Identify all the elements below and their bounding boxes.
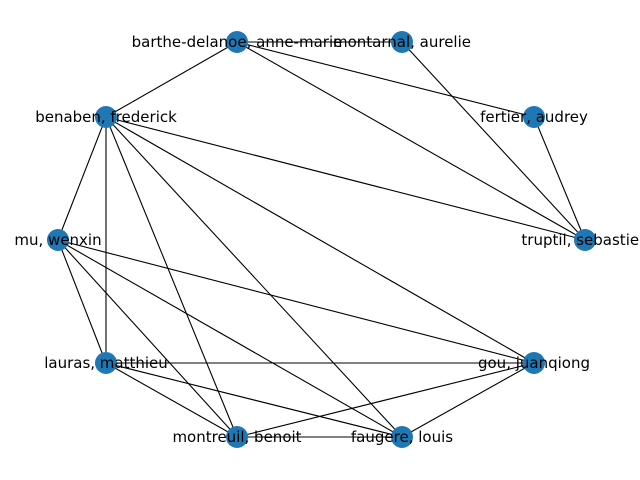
node-truptil (574, 229, 596, 251)
node-montarnal (391, 31, 413, 53)
edge-barthe-truptil (236, 41, 586, 241)
node-label-montarnal: montarnal, aurelie (333, 33, 471, 51)
node-label-fertier: fertier, audrey (480, 108, 588, 126)
node-montreuil (226, 426, 248, 448)
edge-faugere-gou (401, 362, 535, 438)
node-label-gou: gou, juanqiong (478, 354, 590, 372)
node-gou (523, 352, 545, 374)
edge-benaben-gou (105, 116, 535, 364)
edge-lauras-montreuil (105, 362, 238, 438)
edge-mu-gou (57, 239, 535, 364)
edge-mu-faugere (57, 239, 403, 438)
node-layer (47, 31, 596, 448)
edge-lauras-faugere (105, 362, 403, 438)
edge-montarnal-truptil (401, 41, 586, 241)
edge-benaben-truptil (105, 116, 586, 241)
node-mu (47, 229, 69, 251)
node-barthe (226, 31, 248, 53)
edge-benaben-mu (57, 116, 107, 241)
node-label-barthe: barthe-delanoe, anne-marie (132, 33, 343, 51)
edge-mu-montreuil (57, 239, 238, 438)
edge-mu-lauras (57, 239, 107, 364)
edge-montreuil-gou (236, 362, 535, 438)
node-lauras (95, 352, 117, 374)
node-label-montreuil: montreuil, benoit (172, 428, 301, 446)
edge-barthe-fertier (236, 41, 535, 118)
node-label-mu: mu, wenxin (14, 231, 101, 249)
edge-benaben-faugere (105, 116, 403, 438)
node-label-truptil: truptil, sebastien (521, 231, 640, 249)
node-label-benaben: benaben, frederick (35, 108, 177, 126)
edge-benaben-montreuil (105, 116, 238, 438)
node-label-lauras: lauras, matthieu (44, 354, 168, 372)
edge-barthe-benaben (105, 41, 238, 118)
node-faugere (391, 426, 413, 448)
node-fertier (523, 106, 545, 128)
node-label-faugere: faugere, louis (351, 428, 453, 446)
edge-layer (57, 41, 586, 438)
edge-fertier-truptil (533, 116, 586, 241)
node-benaben (95, 106, 117, 128)
